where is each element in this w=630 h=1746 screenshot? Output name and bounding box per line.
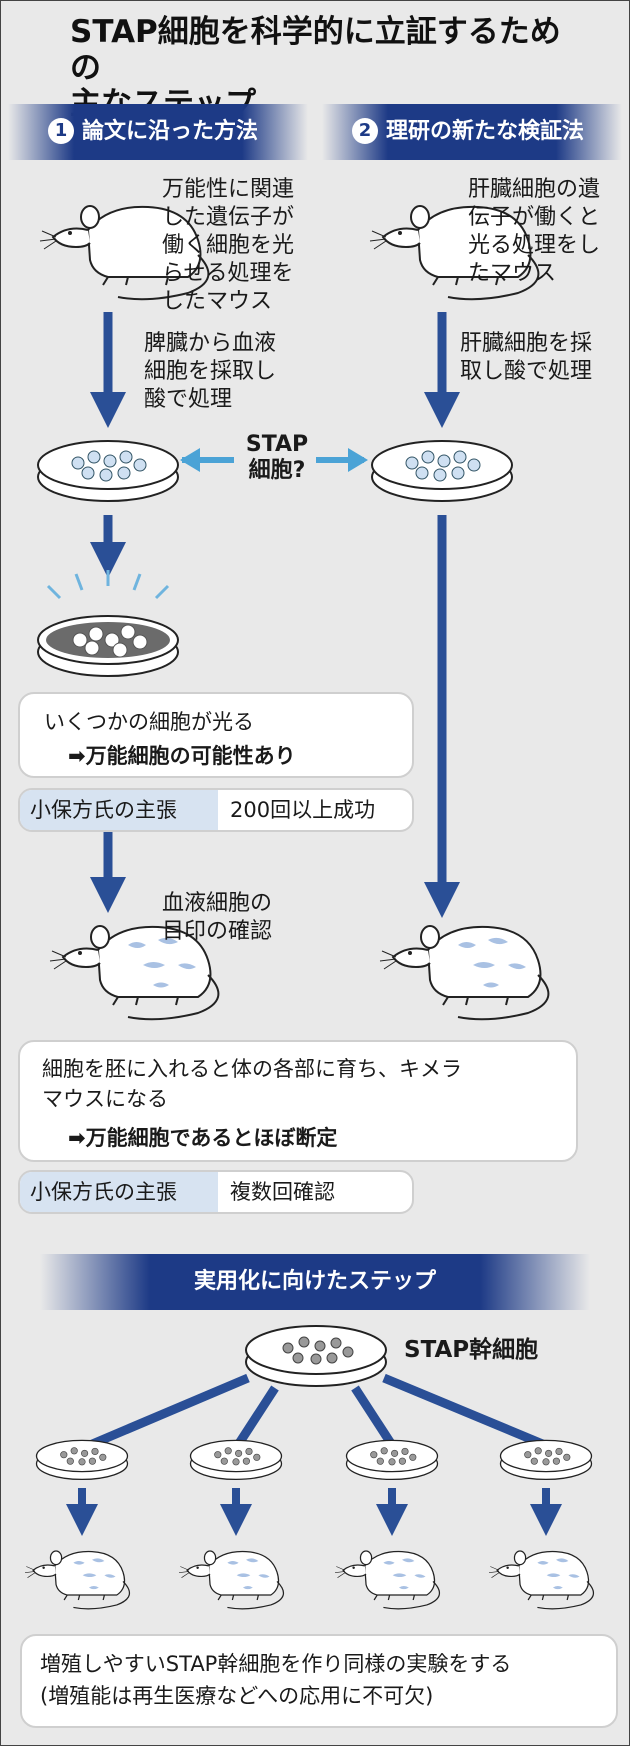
chimera-result-line2: ➡万能細胞であるとほぼ断定 (68, 1126, 338, 1150)
light-arrow-right-head (348, 448, 368, 472)
small-dish-3 (345, 1439, 439, 1481)
final-box: 増殖しやすいSTAP幹細胞を作り同様の実験をする (増殖能は再生医療などへの応用… (20, 1634, 618, 1728)
chimera-result-line1: 細胞を胚に入れると体の各部に育ち、キメラ マウスになる (42, 1057, 462, 1111)
method-1-number: 1 (48, 117, 74, 144)
stem-cell-label: STAP幹細胞 (404, 1337, 539, 1363)
branch-line-3 (351, 1385, 396, 1448)
method-2-number: 2 (352, 117, 378, 144)
glow-result-line1: いくつかの細胞が光る (44, 710, 254, 734)
claim-2-value: 複数回確認 (230, 1180, 335, 1204)
branch-line-1 (88, 1373, 250, 1450)
small-mouse-3 (335, 1551, 439, 1609)
light-arrow-left-head (180, 448, 200, 472)
method-2-header: 2 理研の新たな検証法 (322, 104, 622, 160)
claim-1-value: 200回以上成功 (230, 798, 376, 822)
glow-result-line2: ➡万能細胞の可能性あり (68, 744, 296, 768)
small-dish-4 (499, 1439, 593, 1481)
small-mouse-1 (25, 1551, 129, 1609)
stap-cell-label: STAP 細胞? (245, 432, 309, 483)
claim-box-2: 小保方氏の主張 複数回確認 (18, 1170, 414, 1214)
method-2-label: 理研の新たな検証法 (386, 119, 585, 144)
claim-box-1: 小保方氏の主張 200回以上成功 (18, 788, 414, 832)
chimera-result-box: 細胞を胚に入れると体の各部に育ち、キメラ マウスになる ➡万能細胞であるとほぼ断… (18, 1040, 578, 1162)
right-mouse-caption: 肝臓細胞の遺 伝子が働くと 光る処理をし たマウス (468, 177, 601, 286)
small-dish-1 (35, 1439, 129, 1481)
branch-line-2 (234, 1385, 279, 1448)
claim-1-label: 小保方氏の主張 (20, 790, 218, 830)
right-chimera-mouse-icon (380, 926, 548, 1019)
left-step-caption: 脾臓から血液 細胞を採取し 酸で処理 (144, 331, 277, 412)
final-box-text: 増殖しやすいSTAP幹細胞を作り同様の実験をする (増殖能は再生医療などへの応用… (40, 1652, 512, 1708)
claim-2-label: 小保方氏の主張 (20, 1172, 218, 1212)
marker-check-caption: 血液細胞の 目印の確認 (162, 891, 273, 944)
small-dish-2 (189, 1439, 283, 1481)
small-mouse-4 (489, 1551, 593, 1609)
method-1-header: 1 論文に沿った方法 (8, 104, 308, 160)
branch-line-4 (382, 1373, 547, 1450)
small-mouse-2 (179, 1551, 283, 1609)
method-1-label: 論文に沿った方法 (82, 119, 259, 144)
practical-steps-header: 実用化に向けたステップ (40, 1254, 590, 1310)
right-step-caption: 肝臓細胞を採 取し酸で処理 (460, 331, 593, 384)
glowing-dish-icon (37, 570, 179, 677)
left-mouse-caption: 万能性に関連 した遺伝子が 働く細胞を光 らせる処理を したマウス (162, 177, 295, 314)
glow-result-box: いくつかの細胞が光る ➡万能細胞の可能性あり (18, 692, 414, 778)
